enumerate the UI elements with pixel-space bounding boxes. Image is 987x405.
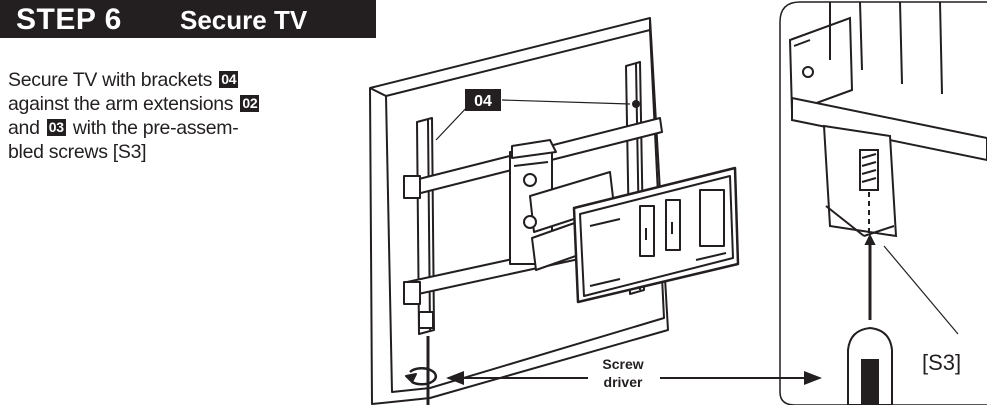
instruction-text-3a: and — [8, 117, 40, 139]
detail-inset — [779, 1, 987, 405]
instruction-line-1: Secure TV with brackets 04 — [8, 68, 353, 92]
instruction-line-2: against the arm extensions 02 — [8, 92, 353, 116]
part-badge-02: 02 — [240, 95, 260, 112]
part-badge-04: 04 — [219, 71, 239, 88]
bracket-callout-badge — [465, 89, 501, 111]
instruction-text-3b: with the pre-assem- — [72, 117, 239, 139]
screw-callout-label: [S3] — [922, 350, 961, 375]
instruction-line-4: bled screws [S3] — [8, 141, 147, 163]
callout-leader-left — [435, 103, 471, 141]
step-number: STEP 6 — [16, 3, 122, 36]
screwdriver-callout: Screw driver — [446, 356, 822, 390]
instruction-text-1: Secure TV with brackets — [8, 69, 213, 91]
screwdriver-left — [405, 336, 438, 405]
instruction-text-2: against the arm extensions — [8, 93, 234, 115]
articulating-arm — [509, 139, 615, 271]
part-badge-03: 03 — [46, 119, 66, 136]
tool-label-line2: driver — [604, 374, 643, 390]
instruction-line-3: and 03 with the pre-assem- — [8, 116, 353, 140]
tv-adapter-plate — [572, 166, 740, 304]
step-header: STEP 6 Secure TV — [0, 0, 376, 38]
bracket-callout-label: 04 — [474, 93, 492, 110]
instruction-text: Secure TV with brackets 04 against the a… — [8, 68, 353, 164]
tool-label-line1: Screw — [602, 356, 643, 372]
step-title: Secure TV — [180, 5, 308, 35]
callout-leader-right — [501, 99, 631, 105]
